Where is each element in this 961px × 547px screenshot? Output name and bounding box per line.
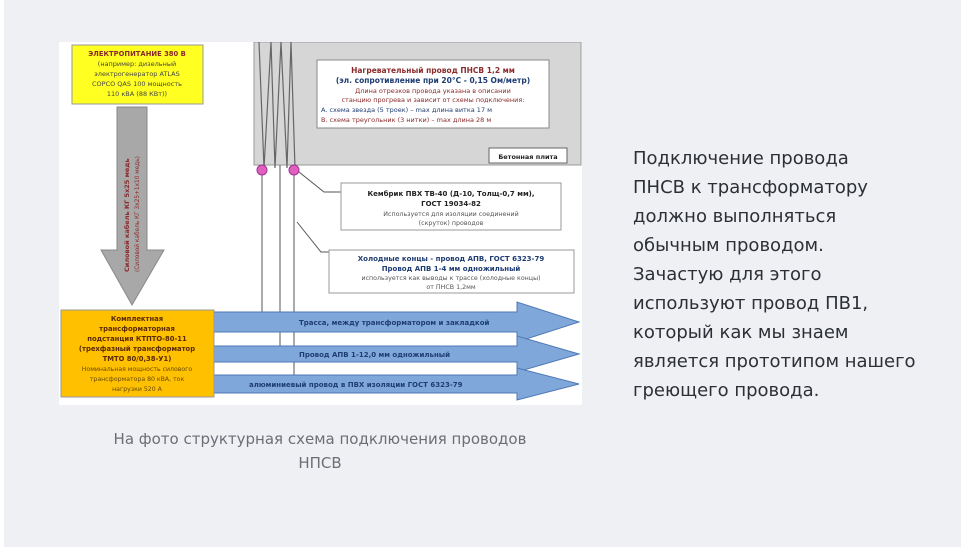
power-line: 110 кВА (88 КВт)) (107, 90, 167, 98)
cold-ends-box (328, 249, 575, 294)
heater-resistance: (эл. сопротивление при 20°С - 0,15 Ом/ме… (336, 76, 530, 85)
wiring-diagram: Нагревательный провод ПНСВ 1,2 мм (эл. с… (60, 41, 582, 401)
substation-line: нагрузки 520 А (112, 386, 162, 393)
arrow-apv (213, 335, 581, 373)
arrow-label: Трасса, между трансформатором и закладко… (299, 319, 489, 327)
cable-arrow (100, 106, 165, 307)
caption-line: На фото структурная схема подключения пр… (113, 430, 527, 448)
kembrik-note-2: (скруток) проводов (419, 220, 484, 227)
power-title: ЭЛЕКТРОПИТАНИЕ 380 В (88, 50, 186, 58)
heating-wire (258, 41, 296, 169)
description-paragraph: Подключение провода ПНСВ к трансформатор… (633, 144, 953, 405)
pointer-line (296, 221, 329, 253)
kembrik-box (340, 182, 562, 231)
substation-line: (трехфазный трансформатор (79, 345, 195, 353)
heater-scheme-b: B. схема треугольник (3 нитки) – max дли… (321, 116, 491, 124)
kembrik-title: Кембрик ПВХ ТВ-40 (Д-10, Толщ-0,7 мм), (367, 190, 534, 198)
cable-label-alt: (Силовой кабель КГ 3х25+1х10 медь) (134, 156, 141, 272)
cold-ends-note-1: используется как выводы к трассе (холодн… (361, 275, 540, 282)
paragraph-line: Подключение провода (633, 148, 849, 169)
arrow-trassa (213, 301, 581, 343)
power-line: (например: дизельный (98, 60, 176, 68)
paragraph-line: обычным проводом. (633, 235, 824, 256)
substation-line: подстанция КТПТО-80-11 (87, 335, 187, 343)
slab-label: Бетонная плита (498, 153, 557, 161)
heater-note-2: станцию прогрева и зависит от схемы подк… (341, 96, 524, 104)
cold-ends-wire: Провод АПВ 1-4 мм одножильный (382, 265, 521, 273)
caption-line: НПСВ (298, 454, 342, 472)
arrow-label: Провод АПВ 1-12,0 мм одножильный (299, 351, 450, 359)
paragraph-line: греющего провода. (633, 380, 820, 401)
substation-box (60, 309, 215, 398)
power-box (71, 44, 204, 105)
paragraph-line: должно выполняться (633, 206, 837, 227)
arrow-aluminium (213, 367, 580, 401)
kembrik-note-1: Используется для изоляции соединений (383, 210, 518, 218)
kembrik-gost: ГОСТ 19034-82 (421, 200, 481, 208)
paragraph-line: Зачастую для этого (633, 264, 822, 285)
paragraph-line: используют провод ПВ1, (633, 293, 869, 314)
substation-line: трансформатора 80 кВА, ток (90, 376, 185, 383)
paragraph-line: является прототипом нашего (633, 351, 916, 372)
heater-title: Нагревательный провод ПНСВ 1,2 мм (351, 66, 515, 75)
pointer-line (298, 171, 341, 193)
heater-note-1: Длина отрезков провода указана в описани… (355, 87, 511, 95)
cold-ends-title: Холодные концы - провод АПВ, ГОСТ 6323-7… (358, 255, 545, 263)
heater-info-box (316, 59, 550, 129)
paragraph-line: который как мы знаем (633, 322, 849, 343)
substation-line: трансформаторная (99, 325, 175, 333)
substation-line: Комплектная (111, 315, 163, 323)
cable-label: Силовой кабель КГ 5х25 медь (123, 158, 131, 272)
joint-dot (288, 164, 300, 176)
power-line: электрогенератор ATLAS (94, 70, 180, 78)
content-section: Нагревательный провод ПНСВ 1,2 мм (эл. с… (4, 0, 961, 547)
power-line: COPCO QAS 100 мощность (92, 80, 182, 88)
substation-line: ТМТО 80/0,38-У1) (103, 355, 172, 363)
substation-line: Номинальная мощность силового (82, 366, 193, 373)
heater-scheme-a: A. схема звезда (5 троек) – max длина ви… (321, 106, 492, 114)
paragraph-line: ПНСВ к трансформатору (633, 177, 868, 198)
image-caption: На фото структурная схема подключения пр… (64, 427, 576, 475)
cold-ends-note-2: от ПНСВ 1,2мм (426, 284, 475, 291)
slab-label-box (488, 147, 568, 164)
wiring-diagram-image: Нагревательный провод ПНСВ 1,2 мм (эл. с… (59, 41, 582, 405)
joint-dot (256, 164, 268, 176)
arrow-label: алюминиевый провод в ПВХ изоляции ГОСТ 6… (249, 381, 463, 389)
